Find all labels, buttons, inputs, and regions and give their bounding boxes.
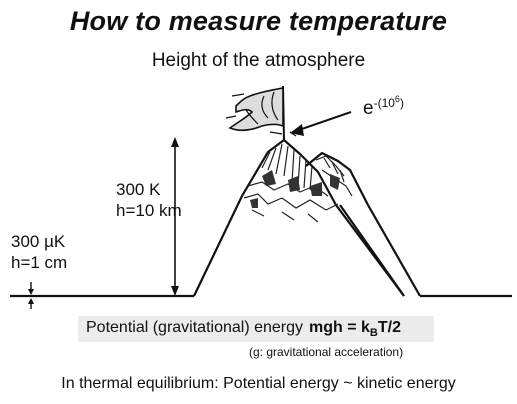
height-arrow-bottom	[171, 286, 179, 296]
molehill-height-label: 300 µK h=1 cm	[11, 231, 67, 273]
formula-sub: B	[369, 327, 378, 340]
exp-base: e	[363, 98, 374, 119]
flag-folds	[245, 91, 279, 125]
snow-cap-dark-patches	[250, 170, 340, 208]
gravity-note: (g: gravitational acceleration)	[249, 345, 404, 359]
main-peak-outline	[193, 138, 405, 297]
exp-arrow-head	[290, 124, 304, 136]
mountain-temp: 300 K	[116, 180, 161, 199]
footer-text: In thermal equilibrium: Potential energy…	[61, 375, 456, 392]
height-arrow-top	[171, 137, 179, 147]
snow-cap-shading	[243, 143, 353, 223]
molehill-temp: 300 µK	[11, 232, 66, 251]
flag	[228, 87, 284, 131]
energy-formula: mgh = kBT/2	[309, 319, 401, 340]
exp-close: )	[399, 96, 404, 110]
tiny-arrow-top-head	[28, 289, 34, 295]
exp-superscript: -(106)	[373, 94, 404, 110]
page-title: How to measure temperature	[69, 6, 448, 36]
energy-text: Potential (gravitational) energy	[86, 319, 304, 336]
mountain-height-label: 300 K h=10 km	[116, 179, 182, 221]
subtitle: Height of the atmosphere	[151, 50, 366, 71]
mountain-height: h=10 km	[116, 201, 182, 220]
energy-box-background	[78, 316, 434, 342]
formula-right: T/2	[377, 319, 401, 336]
energy-equation: Potential (gravitational) energy mgh = kB…	[86, 319, 401, 339]
exp-power: 6	[394, 94, 400, 104]
exponent-label: e-(106)	[363, 94, 404, 120]
tiny-arrow-bottom-head	[28, 298, 34, 304]
back-peak-outline	[305, 151, 421, 297]
formula-left: mgh = k	[309, 319, 370, 336]
exp-value: -(10	[373, 96, 395, 110]
exp-arrow-line	[295, 111, 352, 132]
molehill-height: h=1 cm	[11, 253, 68, 272]
